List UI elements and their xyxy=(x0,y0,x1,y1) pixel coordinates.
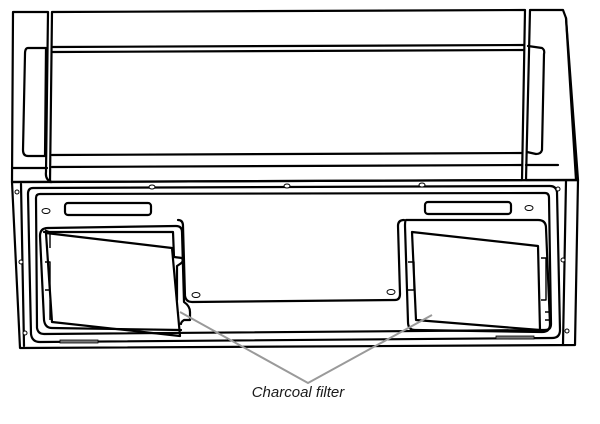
light-lenses xyxy=(63,200,513,217)
screw-hole xyxy=(386,289,396,295)
screw-holes xyxy=(14,182,570,336)
screw-hole xyxy=(283,183,291,189)
right-filter xyxy=(410,230,542,332)
screw-hole xyxy=(18,259,24,265)
screw-hole xyxy=(560,257,566,263)
charcoal-filter-leader xyxy=(179,311,433,385)
left-light-lens xyxy=(63,201,153,217)
center-panel xyxy=(176,218,406,304)
screw-hole xyxy=(14,189,20,195)
charcoal-filter-label: Charcoal filter xyxy=(251,384,345,401)
screw-hole xyxy=(555,186,561,192)
screw-hole xyxy=(41,208,51,214)
callout-leader-lines xyxy=(179,311,433,385)
right-light-lens xyxy=(423,200,513,216)
screw-hole xyxy=(191,292,201,298)
left-filter xyxy=(44,231,182,338)
hood-top-panel xyxy=(48,8,527,184)
screw-hole xyxy=(148,184,156,190)
right-filter-assembly xyxy=(403,218,552,334)
hood-bottom-panel xyxy=(10,178,580,350)
screw-hole xyxy=(564,328,570,334)
right-side-post xyxy=(524,8,580,182)
screw-hole xyxy=(418,182,426,188)
screw-hole xyxy=(22,330,28,336)
screw-hole xyxy=(524,205,534,211)
left-filter-assembly xyxy=(38,224,192,338)
left-side-post xyxy=(10,10,54,184)
